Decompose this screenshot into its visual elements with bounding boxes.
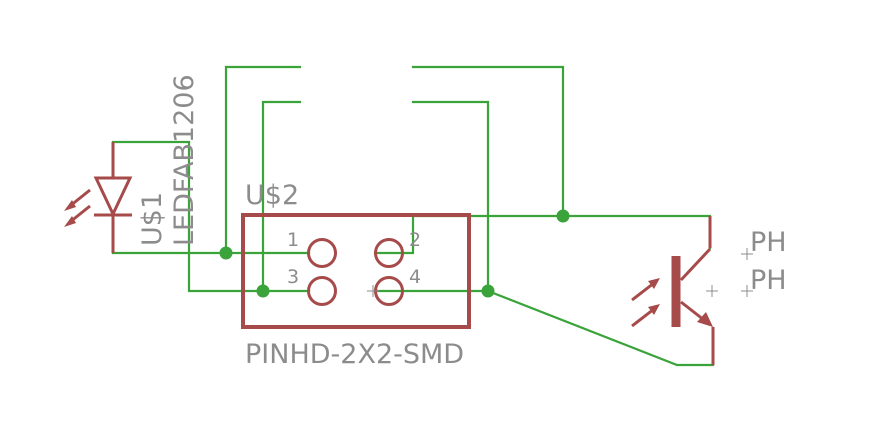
phototransistor-emitter [680,300,705,322]
header-pin-2 [374,238,404,268]
wire-top-left-outer [224,65,302,255]
origin-marks [367,248,753,297]
header-pin-1 [307,238,337,268]
header-value-label: PINHD-2X2-SMD [245,339,464,370]
pin-number-4: 4 [409,266,421,288]
pin-number-3: 3 [287,266,299,288]
led-value-label: LEDFAB1206 [169,74,200,246]
phototransistor-symbol [631,216,715,365]
phototransistor-value-label: PH [750,265,787,296]
wire-top-right-inner [411,100,490,293]
led-symbol [64,142,133,253]
junction-dot [219,246,233,260]
wire-top-right-outer [411,65,565,218]
wire-top-left-inner [261,100,302,293]
junction-dot [556,209,570,223]
led-ref-label: U$1 [137,192,168,246]
phototransistor-collector [679,247,712,282]
junctions [219,209,570,298]
phototransistor-ref-label: PH [750,227,787,258]
header-outline [241,213,471,329]
led-emission-arrows [64,188,91,227]
wire-led-cathode [111,140,311,293]
junction-dot [256,284,270,298]
pin-number-1: 1 [287,229,299,251]
wire-pin2 [373,214,712,255]
emitter-arrowhead [697,312,713,327]
header-pin-3 [307,276,337,306]
pin-number-2: 2 [409,229,421,251]
junction-dot [481,284,495,298]
led-triangle [93,176,133,218]
light-arrows [631,278,660,328]
header-symbol [241,213,471,329]
header-ref-label: U$2 [245,180,299,211]
